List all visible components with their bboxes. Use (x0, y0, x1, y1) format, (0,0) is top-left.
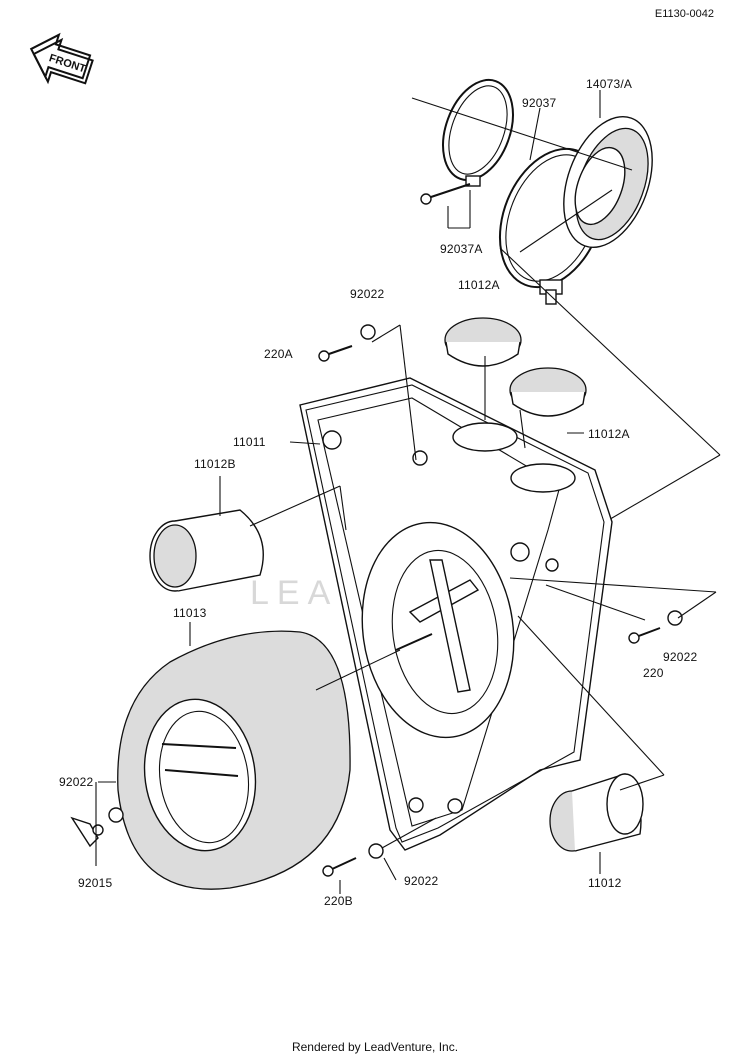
label-220: 220 (643, 666, 664, 680)
elbow-tube-11012b (149, 509, 264, 592)
washer-92022-top (360, 324, 376, 340)
washer-92022-left (108, 807, 124, 823)
filter-cap (563, 115, 653, 249)
bolt-220 (628, 627, 661, 644)
footer-credit: Rendered by LeadVenture, Inc. (291, 1040, 459, 1054)
wing-nut-92015 (70, 816, 104, 848)
label-220a: 220A (264, 347, 293, 361)
washer-92022-bottom (368, 843, 384, 859)
tube-11012 (549, 773, 644, 852)
clamp-screw (420, 183, 471, 205)
filter-element (117, 630, 351, 890)
label-92037: 92037 (522, 96, 556, 110)
front-arrow-icon: FRONT (29, 32, 94, 85)
bolt-220a (318, 345, 353, 362)
label-11011: 11011 (233, 435, 266, 449)
bolt-220b (322, 857, 357, 877)
diagram-code: E1130-0042 (654, 8, 714, 20)
label-11012: 11012 (588, 876, 622, 890)
label-92015: 92015 (78, 876, 112, 890)
label-92022-left: 92022 (59, 775, 93, 789)
label-92022-bottom: 92022 (404, 874, 438, 888)
label-92037a: 92037A (440, 242, 483, 256)
cap-11012a-lower (509, 367, 587, 417)
washer-92022-right (667, 610, 683, 626)
label-220b: 220B (324, 894, 353, 908)
label-11012a-top: 11012A (458, 278, 500, 292)
cap-11012a-top (444, 317, 522, 367)
label-92022-right: 92022 (663, 650, 697, 664)
label-11013: 11013 (173, 606, 207, 620)
clamp-band-small (442, 78, 514, 187)
label-11012a-right: 11012A (588, 427, 630, 441)
label-14073a: 14073/A (586, 77, 632, 91)
label-92022-top: 92022 (350, 287, 384, 301)
label-11012b: 11012B (194, 457, 236, 471)
